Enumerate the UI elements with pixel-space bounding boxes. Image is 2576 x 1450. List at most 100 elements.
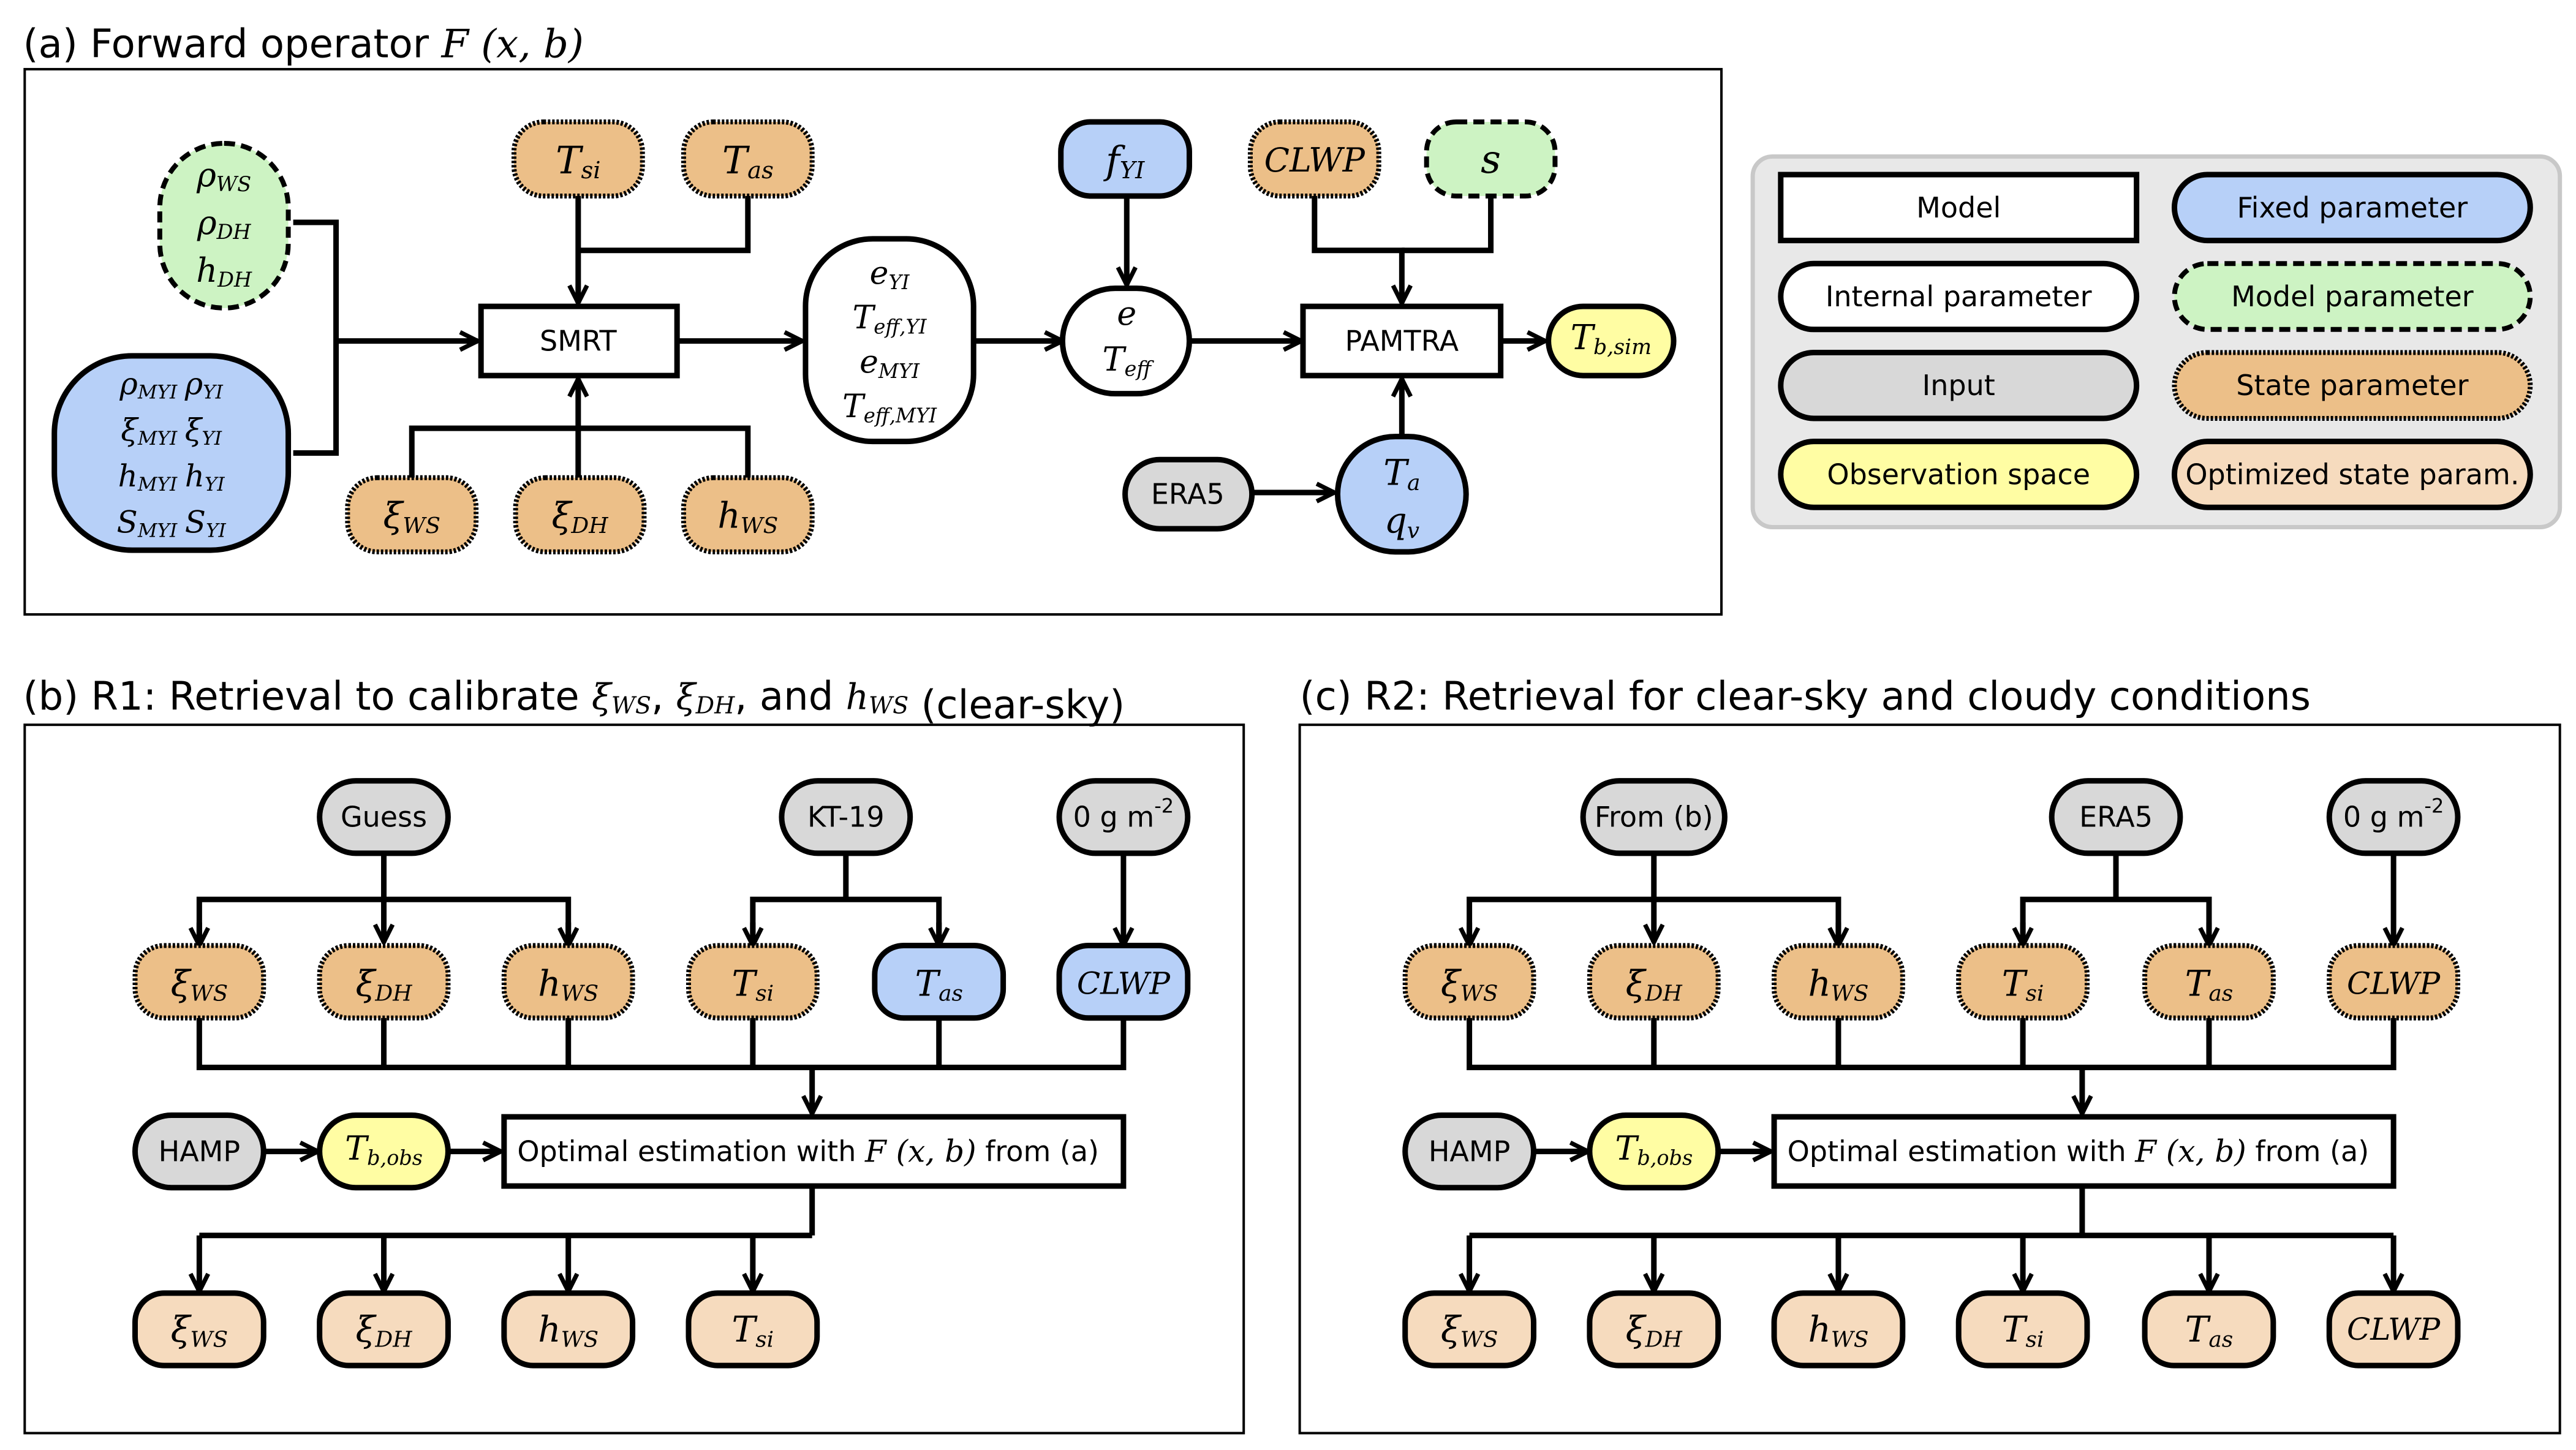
- clwp-label: CLWP: [1264, 140, 1366, 179]
- qv-label: qv: [1384, 500, 1419, 543]
- panel-b-hamp-node: [132, 1112, 266, 1191]
- legend-label-internal: Internal parameter: [1826, 280, 2092, 313]
- panel-c-output-label-2: hWS: [1808, 1308, 1868, 1352]
- panel-c-source-label-1: ERA5: [2079, 801, 2153, 834]
- panel-b-hamp-label: HAMP: [159, 1135, 241, 1168]
- panel-b-oe-label: Optimal estimation with F (x, b) from (a…: [517, 1134, 1099, 1169]
- tsi-node: [511, 119, 645, 198]
- tas-label: Tas: [722, 137, 774, 184]
- teff-label: Teff: [1102, 340, 1154, 380]
- legend-swatch-model: [1778, 172, 2140, 244]
- panel-b-state-label-4: Tas: [915, 962, 963, 1006]
- panel-c-state-node-2: [1772, 943, 1905, 1021]
- panel-c-state-node-4: [2142, 943, 2276, 1021]
- legend-label-optimized: Optimized state param.: [2185, 458, 2519, 491]
- edge-clwp-to-pamtra: [1312, 194, 1402, 303]
- s-label: s: [1481, 137, 1501, 183]
- panel-b-source-node-0: [317, 778, 451, 856]
- smrt-out-1: Teff,YI: [853, 300, 927, 339]
- panel-b-state-node-2: [501, 943, 635, 1021]
- panel-c-output-node-1: [1587, 1290, 1721, 1369]
- ta-label: Ta: [1383, 452, 1420, 496]
- ta-qv-node: [1334, 434, 1469, 555]
- panel-c-output-node-0: [1402, 1290, 1536, 1369]
- panel-c-edge-src1-bus: [2020, 896, 2212, 943]
- panel-b-output-node-3: [686, 1290, 820, 1369]
- panel-b-output-label-3: Tsi: [732, 1308, 774, 1352]
- panel-b-output-node-0: [132, 1290, 266, 1369]
- panel-c-hamp-node: [1402, 1112, 1536, 1191]
- model-param-1: ρDH: [197, 203, 252, 244]
- legend-swatch-input: [1778, 349, 2140, 421]
- model-param-0: ρWS: [196, 156, 251, 196]
- legend-label-model_param: Model parameter: [2231, 280, 2474, 313]
- panel-c-state-label-4: Tas: [2185, 962, 2234, 1006]
- panel-c-oe-node: [1771, 1114, 2397, 1189]
- panel-a-frame: [23, 67, 1723, 616]
- legend-swatch-internal: [1778, 260, 2140, 333]
- panel-c-source-node-1: [2049, 778, 2183, 856]
- panel-c-output-node-5: [2326, 1290, 2461, 1369]
- panel-b-state-label-0: ξWS: [171, 962, 229, 1006]
- smrt-node: [478, 303, 680, 379]
- xi-dh-label: ξDH: [551, 495, 608, 538]
- panel-b-source-node-1: [779, 778, 913, 856]
- panel-b-state-label-5: CLWP: [1077, 965, 1171, 1001]
- panel-c-state-node-5: [2327, 943, 2460, 1021]
- panel-b-source-node-2: [1056, 778, 1191, 856]
- panel-b-title: (b) R1: Retrieval to calibrate ξWS, ξDH,…: [23, 674, 1125, 728]
- h-ws-node: [681, 475, 815, 554]
- tas-node: [681, 119, 815, 198]
- panel-b-edge-src0-bus: [196, 896, 572, 943]
- titles: (a) Forward operator F (x, b) (b) R1: Ret…: [23, 22, 2311, 728]
- legend-label-observation: Observation space: [1827, 458, 2090, 491]
- s-node: [1424, 119, 1558, 198]
- panel-b-edge-collect: [196, 1018, 1127, 1070]
- panel-b-tbobs-node: [317, 1112, 451, 1191]
- edges: [199, 194, 2393, 1291]
- panel-c-edge-collect: [1467, 1018, 2397, 1070]
- legend-swatch-observation: [1778, 439, 2140, 510]
- panel-c-source-node-0: [1580, 778, 1728, 856]
- xi-ws-node: [345, 475, 479, 554]
- panel-b-output-label-2: hWS: [538, 1308, 599, 1352]
- panel-b-state-node-5: [1056, 942, 1191, 1021]
- panel-c-state-node-0: [1402, 943, 1536, 1021]
- panel-b-output-label-0: ξWS: [171, 1308, 229, 1352]
- panel-c-tbobs-label: Tb,obs: [1615, 1129, 1693, 1169]
- panel-c-title: (c) R2: Retrieval for clear-sky and clou…: [1300, 674, 2311, 719]
- edge-s-to-pamtra: [1402, 194, 1494, 254]
- pamtra-label: PAMTRA: [1345, 325, 1459, 358]
- clwp-node: [1247, 119, 1381, 198]
- panel-c-output-node-2: [1771, 1290, 1906, 1369]
- panel-b-output-node-2: [501, 1290, 636, 1369]
- panel-b-state-label-3: Tsi: [732, 962, 774, 1006]
- panel-b-state-node-4: [872, 942, 1007, 1021]
- panel-b-edge-src1-bus: [750, 896, 942, 943]
- legend-label-model: Model: [1916, 191, 2001, 224]
- legend-label-fixed: Fixed parameter: [2237, 191, 2468, 224]
- tbsim-label: Tb,sim: [1571, 318, 1652, 360]
- xi-ws-label: ξWS: [383, 495, 440, 538]
- panel-c-state-label-0: ξWS: [1441, 962, 1498, 1006]
- panel-b-state-node-0: [132, 943, 266, 1021]
- panel-c-output-node-3: [1955, 1290, 2090, 1369]
- era5-node: [1122, 456, 1255, 532]
- model-params-node: [157, 140, 291, 311]
- edge-tas-to-smrt: [578, 194, 751, 254]
- e-teff-node: [1059, 285, 1192, 397]
- panel-a-title: (a) Forward operator F (x, b): [23, 22, 584, 67]
- legend-swatch-fixed: [2171, 172, 2533, 244]
- panel-c-state-node-3: [1956, 943, 2090, 1021]
- panel-c-state-label-1: ξDH: [1626, 962, 1683, 1006]
- e-label: e: [1117, 293, 1136, 332]
- edge-params-to-bus: [293, 219, 339, 456]
- panel-b-source-label-0: Guess: [341, 801, 427, 834]
- panel-b-oe-node: [501, 1114, 1127, 1189]
- panel-c-state-label-2: hWS: [1808, 962, 1868, 1006]
- smrt-output-node: [803, 236, 976, 445]
- panel-b-state-label-2: hWS: [538, 962, 599, 1006]
